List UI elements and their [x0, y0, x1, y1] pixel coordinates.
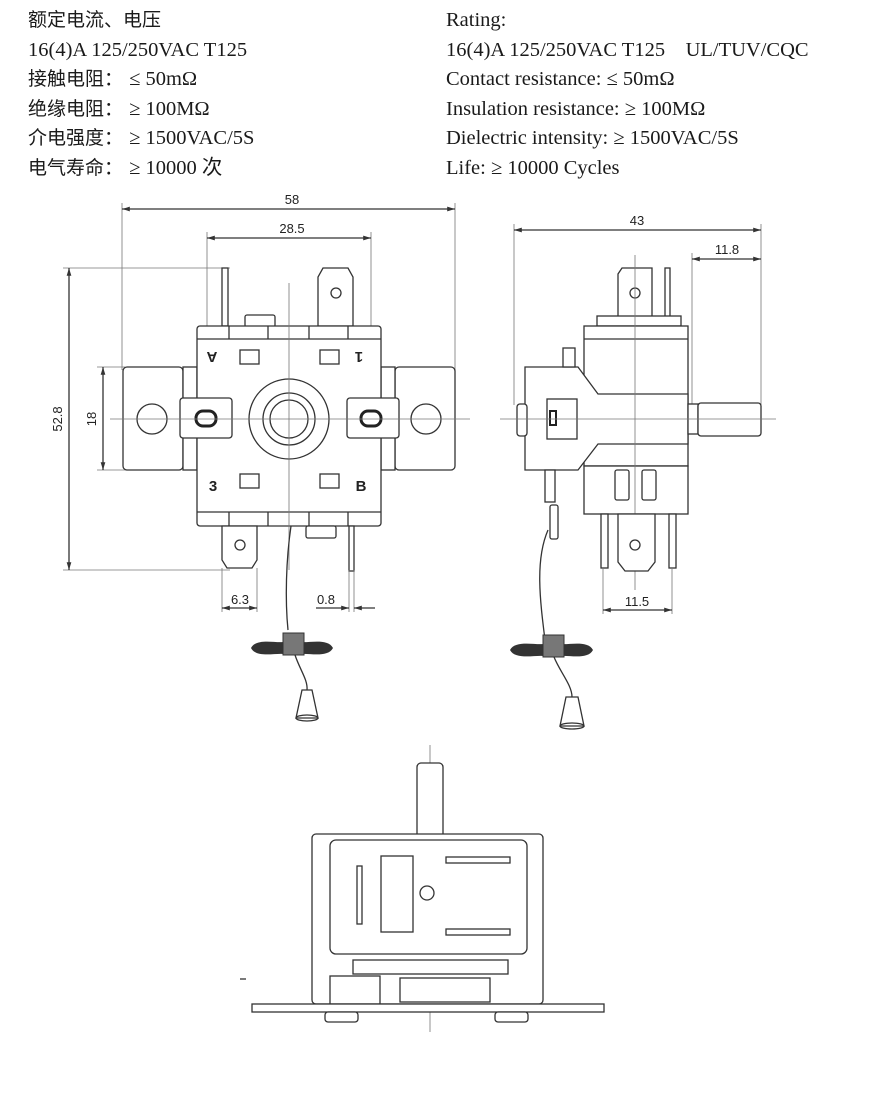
- spec-cn-contact-resistance: 接触电阻： ≤ 50mΩ: [28, 65, 254, 95]
- spec-en-insulation-resistance: Insulation resistance: ≥ 100MΩ: [446, 97, 706, 120]
- top-spade-terminal: [317, 267, 354, 327]
- side-bottom-pin: [600, 513, 609, 569]
- slot: [319, 473, 340, 489]
- label: 绝缘电阻：: [28, 97, 124, 120]
- terminal-label-a: A: [206, 348, 217, 365]
- left-rivet: [194, 409, 218, 428]
- pull-cord-lower: [294, 654, 308, 691]
- terminal-hole: [330, 287, 342, 299]
- dim-overall-length: 43: [513, 213, 762, 405]
- bottom-spade-terminal: [221, 525, 258, 569]
- dim-overall-width: 58: [121, 192, 456, 370]
- spec-en-life: Life: ≥ 10000 Cycles: [446, 156, 620, 179]
- dim-label: 11.8: [715, 242, 739, 257]
- spec-cn-insulation-resistance: 绝缘电阻： ≥ 100MΩ: [28, 95, 254, 125]
- dim-overall-height: 52.8: [50, 267, 230, 571]
- specs-chinese: 额定电流、电压 16(4)A 125/250VAC T125 接触电阻： ≤ 5…: [28, 6, 254, 184]
- dim-shaft-length: 11.8: [691, 242, 761, 405]
- right-mounting-bracket: [394, 366, 456, 471]
- spec-cn-life: 电气寿命： ≥ 10000 次: [28, 154, 254, 184]
- terminal-label-3: 3: [209, 478, 217, 495]
- dim-bracket-height: 18: [84, 366, 125, 471]
- spec-cn-rating: 16(4)A 125/250VAC T125: [28, 38, 248, 61]
- terminal-label-1: 1: [355, 348, 363, 365]
- dim-label: 11.5: [625, 594, 649, 609]
- specs-english: Rating: 16(4)A 125/250VAC T125 UL/TUV/CQ…: [446, 6, 809, 184]
- side-pull-cord: [539, 529, 549, 641]
- spec-cn-title: 额定电流、电压: [28, 9, 162, 31]
- dim-label: 6.3: [231, 592, 249, 607]
- terminal-hole: [234, 539, 246, 551]
- slot: [239, 473, 260, 489]
- dim-side-terminal-span: 11.5: [602, 568, 673, 614]
- side-view: 43 11.8: [500, 213, 776, 730]
- dim-terminal-width: 6.3: [221, 568, 258, 612]
- top-pin-terminal: [221, 267, 229, 327]
- value: ≤ 50mΩ: [129, 68, 198, 91]
- dim-label: 58: [285, 192, 299, 207]
- slot: [319, 349, 340, 365]
- label: 接触电阻：: [28, 68, 124, 91]
- spec-en-contact-resistance: Contact resistance: ≤ 50mΩ: [446, 68, 675, 91]
- bottom-cover: [329, 839, 528, 955]
- bottom-tab: [305, 525, 337, 539]
- side-bottom-pin: [668, 513, 677, 569]
- dim-label: 0.8: [317, 592, 335, 607]
- dim-terminal-span: 28.5: [206, 221, 372, 330]
- value: ≥ 10000 次: [129, 156, 223, 179]
- slot: [239, 349, 260, 365]
- side-body-lower: [583, 465, 689, 515]
- bottom-window: [380, 855, 414, 933]
- bottom-pin-terminal: [348, 525, 355, 572]
- side-bracket: [524, 366, 689, 471]
- spec-cn-dielectric-intensity: 介电强度： ≥ 1500VAC/5S: [28, 124, 254, 154]
- spec-en-rating: 16(4)A 125/250VAC T125 UL/TUV/CQC: [446, 38, 809, 61]
- label: 介电强度：: [28, 127, 124, 150]
- side-pull-weight: [559, 696, 585, 727]
- spec-en-title: Rating:: [446, 9, 507, 31]
- cord-sleeve: [282, 632, 305, 656]
- spec-en-dielectric-intensity: Dielectric intensity: ≥ 1500VAC/5S: [446, 127, 739, 150]
- value: ≥ 100MΩ: [129, 97, 210, 120]
- bottom-view: [240, 745, 605, 1032]
- top-tab: [244, 314, 276, 328]
- terminal-base: [596, 315, 682, 327]
- dim-label: 43: [630, 213, 644, 228]
- bottom-shaft: [416, 762, 444, 841]
- dim-terminal-thickness: 0.8: [316, 570, 375, 612]
- left-mounting-bracket: [122, 366, 184, 471]
- mounting-plate: [251, 1003, 605, 1013]
- side-shaft: [697, 402, 762, 437]
- label: 电气寿命：: [28, 156, 124, 179]
- dim-label: 18: [84, 412, 99, 426]
- dim-label: 28.5: [279, 221, 304, 236]
- pull-weight: [295, 689, 319, 719]
- terminal-label-b: B: [356, 478, 367, 495]
- pull-cord: [285, 525, 292, 631]
- value: ≥ 1500VAC/5S: [129, 127, 255, 150]
- dim-label: 52.8: [50, 406, 65, 431]
- front-view: 58 28.5 52.8 18: [50, 192, 470, 722]
- right-rivet: [359, 409, 383, 428]
- side-bottom-spade: [617, 513, 656, 572]
